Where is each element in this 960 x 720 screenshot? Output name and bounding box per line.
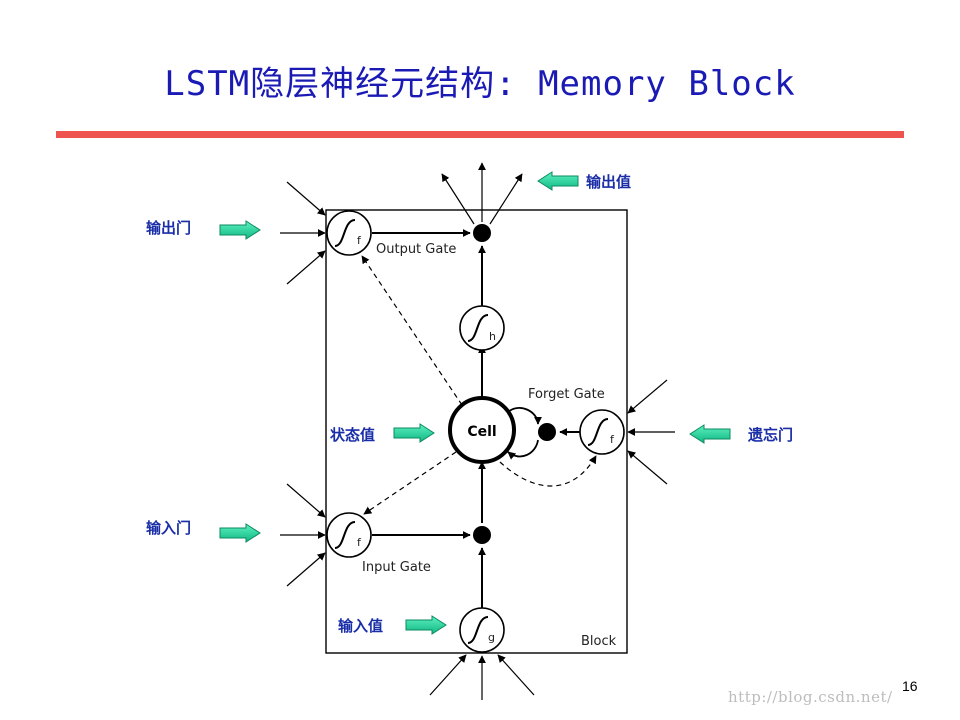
sigmoid-icon [334, 521, 356, 549]
slide-title: LSTM隐层神经元结构: Memory Block [164, 64, 796, 104]
recurrent-loop [507, 407, 542, 460]
annotation-state-value: 状态值 [330, 423, 435, 444]
output-gate-unit: f [326, 210, 372, 256]
cell-output-sub: h [489, 330, 496, 343]
cell-label: Cell [467, 424, 496, 440]
forget-gate-label: Forget Gate [528, 387, 605, 402]
output-gate-label: Output Gate [376, 242, 456, 257]
cell-input-unit: g [459, 607, 505, 653]
cell-output-unit: h [459, 305, 505, 351]
teal-arrow-right-icon [393, 423, 435, 443]
peephole-connections [361, 255, 597, 515]
input-gate-label: Input Gate [362, 560, 431, 575]
input-gate-unit: f [326, 512, 372, 558]
annotation-input-value-text: 输入值 [338, 617, 383, 635]
annotation-output-gate-text: 输出门 [146, 219, 191, 237]
teal-arrow-left-icon [689, 424, 731, 444]
watermark: http://blog.csdn.net/ [728, 688, 893, 706]
forget-gate-sub: f [610, 433, 615, 446]
sigmoid-icon [467, 314, 489, 342]
output-gate-sub: f [357, 234, 362, 247]
annotation-input-gate-text: 输入门 [146, 519, 191, 537]
output-multiply-node [473, 224, 491, 242]
forget-gate-unit: f [579, 409, 625, 455]
teal-arrow-left-icon [537, 171, 579, 191]
annotation-output-value-text: 输出值 [586, 173, 631, 191]
block-label: Block [581, 634, 617, 649]
cell-input-sub: g [488, 631, 495, 644]
annotation-input-value: 输入值 [338, 615, 447, 635]
teal-arrow-right-icon [405, 615, 447, 635]
sigmoid-icon [334, 219, 356, 247]
teal-arrow-right-icon [219, 523, 261, 543]
teal-arrow-right-icon [219, 220, 261, 240]
input-gate-sub: f [357, 536, 362, 549]
forget-multiply-node [538, 423, 556, 441]
title-divider [56, 131, 904, 138]
annotation-forget-gate: 遗忘门 [689, 424, 793, 444]
annotation-output-gate: 输出门 [146, 219, 261, 240]
external-input-arrows [280, 162, 675, 700]
annotation-input-gate: 输入门 [146, 519, 261, 543]
cell-node [448, 396, 516, 464]
sigmoid-icon [467, 616, 489, 644]
annotation-output-value: 输出值 [537, 171, 631, 191]
page-number: 16 [902, 678, 918, 694]
annotation-forget-gate-text: 遗忘门 [747, 426, 793, 444]
annotation-state-value-text: 状态值 [330, 426, 375, 444]
input-multiply-node [473, 526, 491, 544]
main-flow-arrows [372, 229, 580, 610]
sigmoid-icon [587, 418, 609, 446]
memory-block-frame [325, 209, 628, 654]
